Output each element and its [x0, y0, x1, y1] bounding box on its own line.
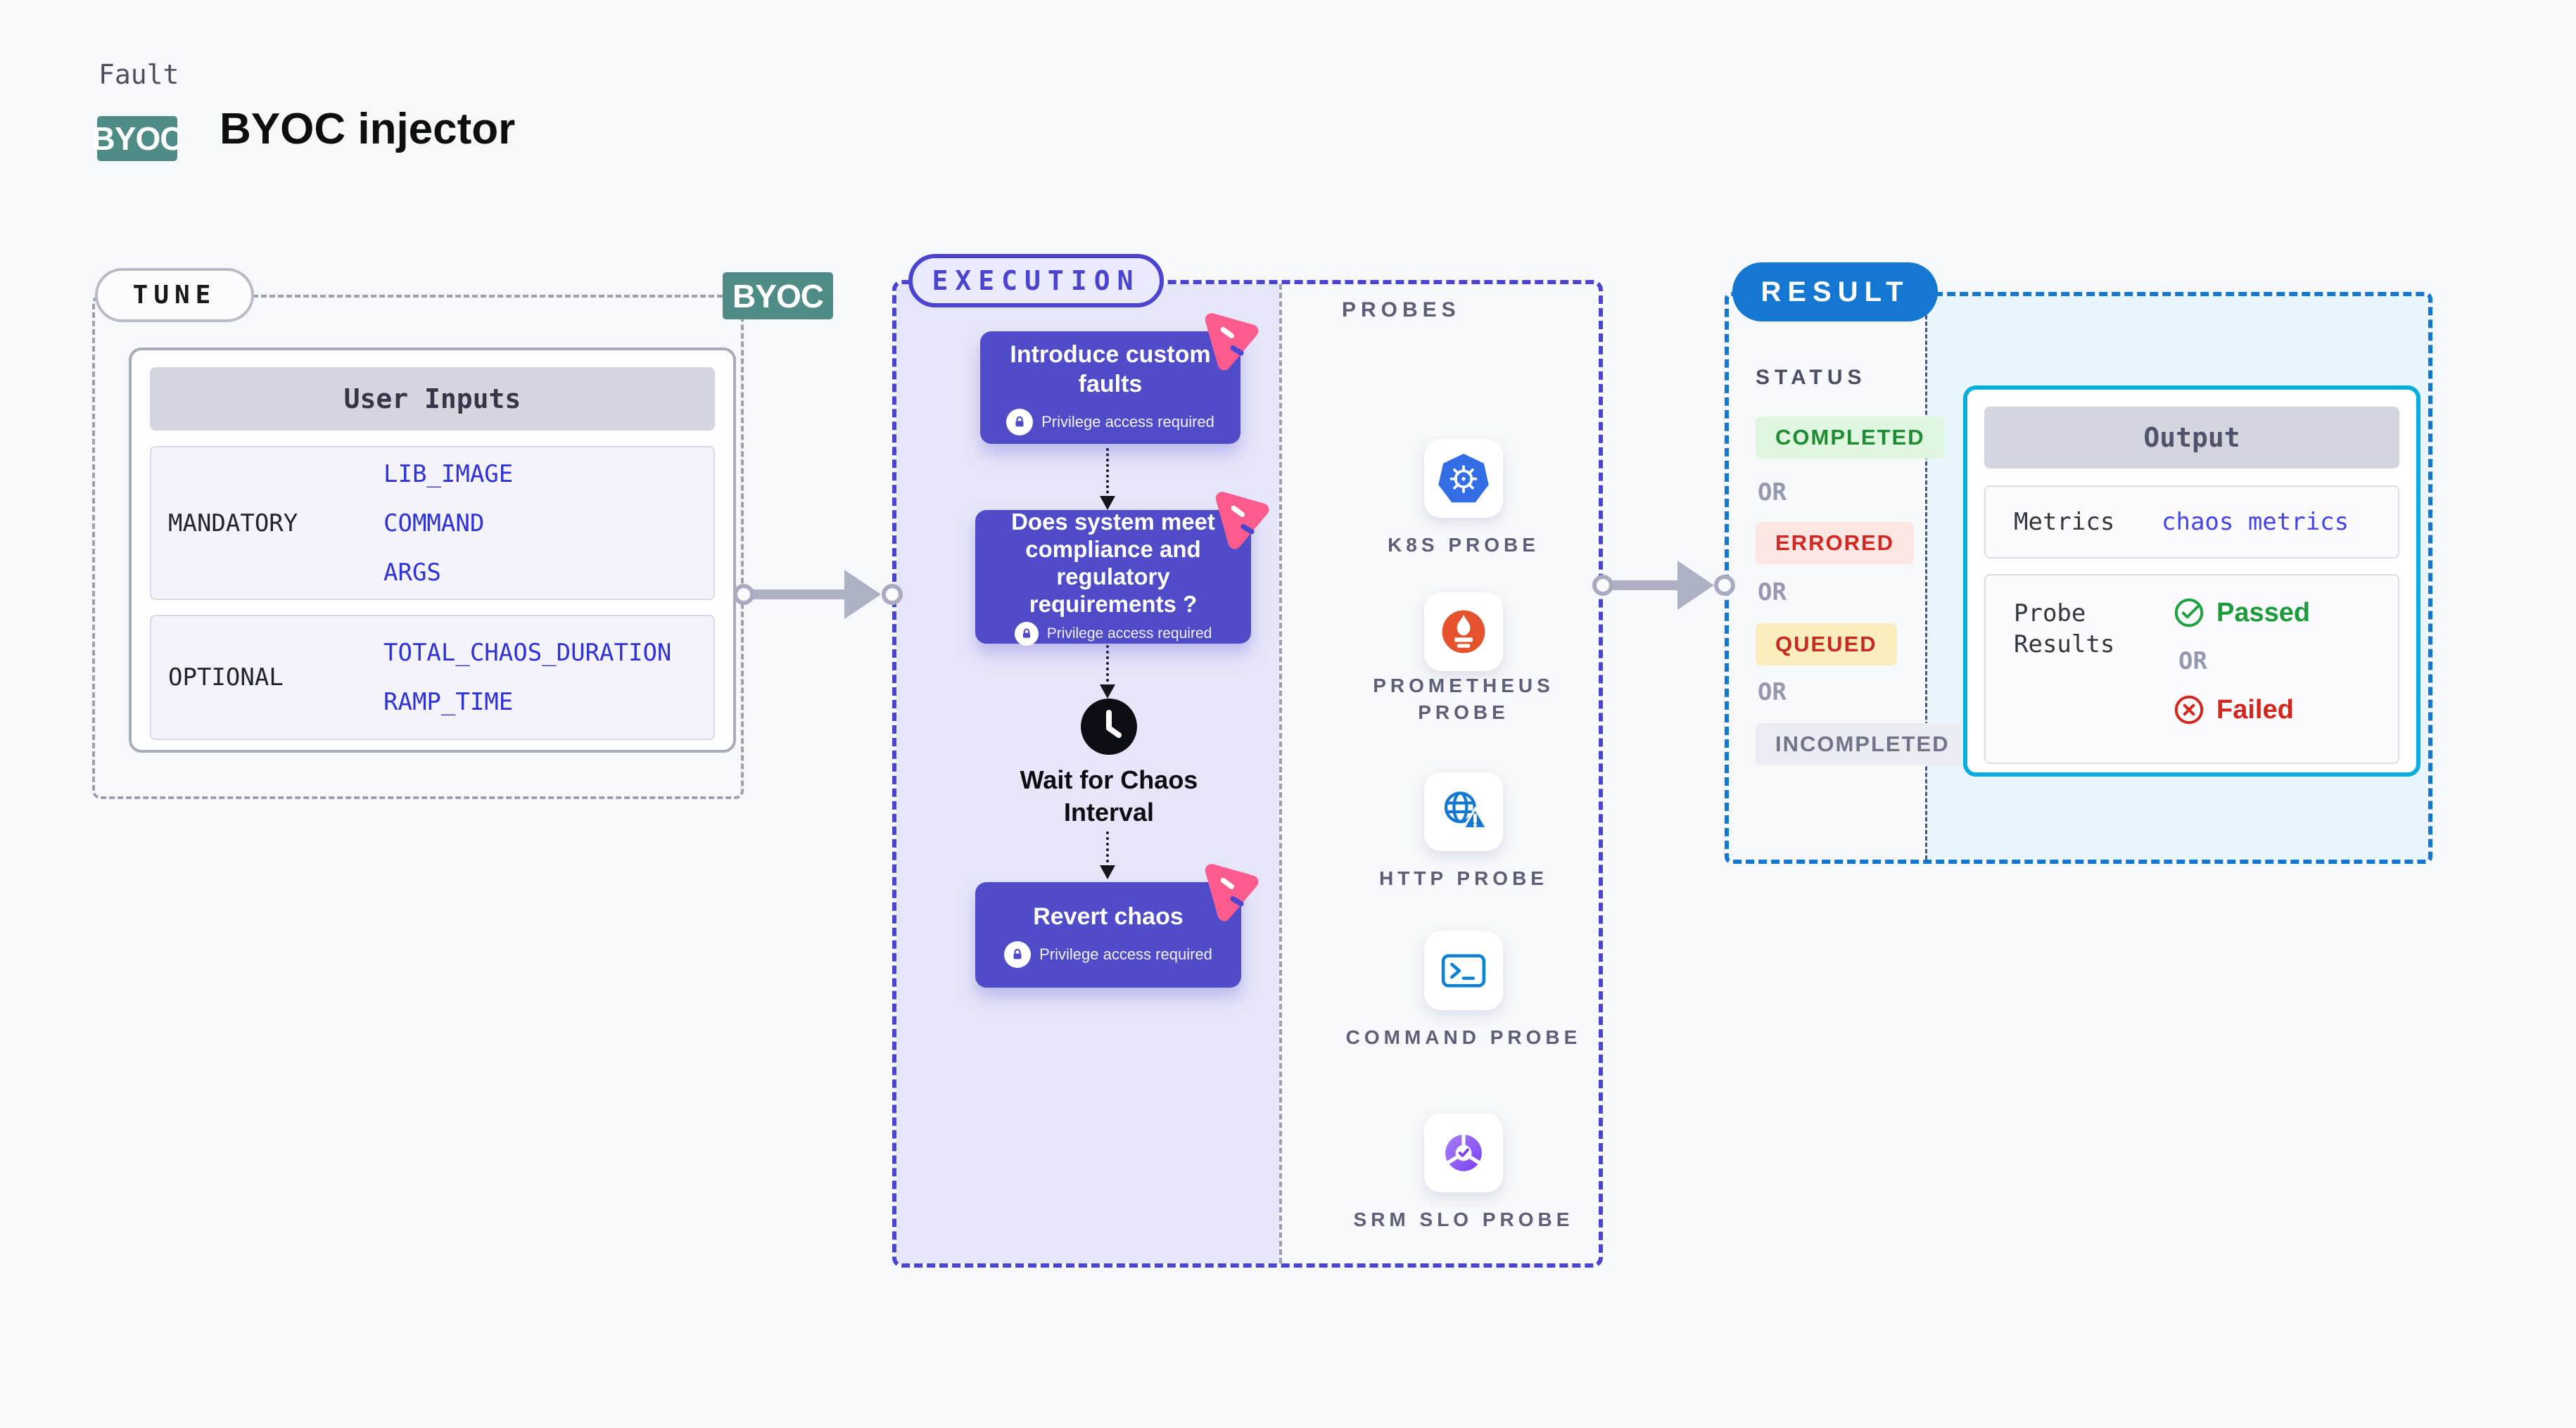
tune-section — [92, 295, 744, 799]
byoc-header-badge: BYOC — [92, 116, 183, 161]
probe-label-command: COMMAND PROBE — [1345, 1026, 1582, 1048]
tune-pill: TUNE — [95, 268, 254, 322]
status-badge-completed: COMPLETED — [1756, 416, 1945, 459]
param-args: ARGS — [383, 558, 441, 587]
or-label: OR — [1758, 678, 1787, 706]
privilege-note: Privilege access required — [1046, 625, 1212, 642]
arrow-tip-dot — [1714, 575, 1735, 596]
prometheus-probe-card — [1424, 592, 1503, 671]
connector-arrowhead — [1100, 865, 1115, 879]
lock-icon — [1004, 941, 1032, 968]
probe-label-prometheus: PROMETHEUS PROBE — [1373, 675, 1554, 723]
privilege-note: Privilege access required — [1039, 945, 1212, 963]
wait-for-chaos-interval-label: Wait for Chaos Interval — [1020, 765, 1198, 827]
connector-arrowhead — [1100, 496, 1115, 510]
probes-title: PROBES — [1342, 298, 1461, 321]
param-ramp-time: RAMP_TIME — [383, 688, 514, 716]
probe-label-http: HTTP PROBE — [1379, 867, 1548, 889]
probe-results-label: Probe Results — [2014, 599, 2115, 658]
or-label: OR — [1758, 578, 1787, 606]
check-circle-icon — [2174, 598, 2204, 627]
execution-section — [892, 280, 1603, 1268]
terminal-icon — [1441, 954, 1486, 988]
litmus-chaos-icon — [1205, 313, 1259, 371]
arrow-tail-dot — [1592, 575, 1613, 596]
step-compliance-check: Does system meet compliance and regulato… — [975, 509, 1251, 646]
status-badge-incompleted: INCOMPLETED — [1756, 723, 1969, 765]
output-card: Output Metrics chaos metrics Probe Resul… — [1963, 385, 2420, 777]
arrow-tip-dot — [882, 584, 903, 605]
step-revert-chaos: Revert chaos Privilege access required — [975, 882, 1241, 988]
http-probe-card — [1424, 772, 1503, 851]
user-inputs-card: User Inputs MANDATORY LIB_IMAGE COMMAND … — [129, 348, 736, 753]
arrow-head — [1677, 561, 1714, 610]
arrow-tail-dot — [733, 584, 754, 605]
or-label: OR — [2178, 647, 2207, 675]
step-title: Does system meet compliance and regulato… — [1011, 509, 1215, 617]
connector-arrowhead — [1100, 684, 1115, 699]
prometheus-icon — [1442, 610, 1485, 654]
k8s-probe-card — [1424, 439, 1503, 518]
http-globe-icon — [1444, 791, 1489, 829]
lock-icon — [1006, 409, 1034, 435]
metrics-row: Metrics chaos metrics — [1984, 485, 2399, 559]
probes-to-result-arrow — [1612, 580, 1682, 590]
param-total-chaos-duration: TOTAL_CHAOS_DURATION — [383, 639, 672, 667]
user-inputs-title: User Inputs — [150, 367, 715, 431]
metrics-value: chaos metrics — [2162, 508, 2349, 536]
execution-pill: EXECUTION — [908, 254, 1164, 307]
or-label: OR — [1758, 478, 1787, 506]
litmus-chaos-icon — [1205, 864, 1259, 922]
x-circle-icon — [2174, 695, 2204, 725]
failed-label: Failed — [2216, 694, 2294, 725]
optional-row: OPTIONAL TOTAL_CHAOS_DURATION RAMP_TIME — [150, 615, 715, 740]
probe-results-row: Probe Results Passed OR Failed — [1984, 574, 2399, 764]
connector — [1106, 831, 1109, 868]
clock-icon — [1081, 699, 1137, 755]
byoc-tune-badge: BYOC — [723, 272, 833, 319]
status-title: STATUS — [1756, 366, 1867, 389]
execution-flow-area — [896, 284, 1279, 1263]
optional-label: OPTIONAL — [168, 663, 284, 691]
step-title: Introduce custom faults — [1010, 341, 1211, 397]
page-title: BYOC injector — [220, 105, 516, 153]
privilege-note: Privilege access required — [1041, 413, 1214, 431]
lock-icon — [1014, 622, 1039, 646]
kubernetes-icon — [1438, 454, 1489, 503]
command-probe-card — [1424, 931, 1503, 1010]
probe-label-srm-slo: SRM SLO PROBE — [1353, 1209, 1574, 1230]
execution-probes-divider — [1279, 284, 1282, 1263]
probe-label-k8s: K8S PROBE — [1388, 534, 1540, 556]
mandatory-label: MANDATORY — [168, 509, 298, 537]
passed-label: Passed — [2216, 597, 2311, 627]
status-badge-errored: ERRORED — [1756, 522, 1915, 564]
mandatory-row: MANDATORY LIB_IMAGE COMMAND ARGS — [150, 446, 715, 600]
result-pill: RESULT — [1732, 262, 1938, 321]
srm-slo-probe-card — [1424, 1114, 1503, 1192]
param-lib-image: LIB_IMAGE — [383, 459, 514, 488]
litmus-chaos-icon — [1215, 492, 1269, 549]
param-command: COMMAND — [383, 509, 485, 537]
status-output-divider — [1925, 296, 1927, 860]
status-badge-queued: QUEUED — [1756, 623, 1897, 665]
step-introduce-custom-faults: Introduce custom faults Privilege access… — [980, 331, 1241, 444]
step-title: Revert chaos — [1033, 903, 1184, 930]
fault-eyebrow: Fault — [99, 59, 179, 90]
connector — [1106, 645, 1109, 687]
arrow-head — [844, 570, 881, 619]
connector — [1106, 448, 1109, 499]
output-title: Output — [1984, 407, 2399, 468]
srm-slo-donut-icon — [1445, 1133, 1482, 1171]
metrics-label: Metrics — [2014, 508, 2115, 536]
tune-to-execution-arrow — [753, 589, 850, 599]
